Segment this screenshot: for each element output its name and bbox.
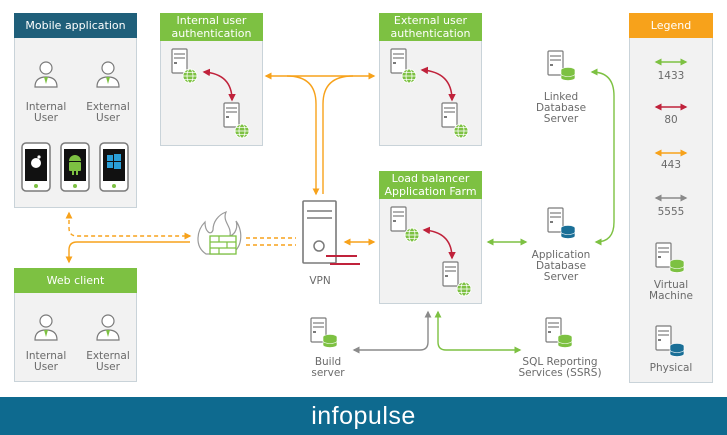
lb-globe-2-icon [456,281,472,297]
external-auth-globe-1-icon [401,68,417,84]
linked-db-label: Linked Database Server [535,91,587,125]
legend-label-443: 443 [660,159,682,171]
legend-header: Legend [629,13,713,38]
web-client-header: Web client [14,268,137,293]
external-auth-vpn-line [322,75,354,194]
android-phone-icon [60,142,90,192]
lb-globe-1-icon [404,227,420,243]
ssrs-label: SQL Reporting Services (SSRS) [518,356,602,379]
apple-phone-icon [21,142,51,192]
internal-auth-header: Internal user authentication [160,13,263,41]
footer-brand-bar: infopulse [0,397,727,435]
lb-ssrs-arrow [434,310,522,354]
internal-auth-server-1-icon [171,48,188,74]
brand-logo: infopulse [311,401,416,430]
windows-phone-icon [99,142,129,192]
lb-server-1-icon [390,206,407,232]
internal-auth-server-2-icon [223,102,240,128]
load-balancer-header: Load balancer Application Farm [379,171,482,199]
lb-build-arrow [352,310,432,354]
legend-vm-db-icon [669,259,685,273]
web-external-user-label: External User [86,350,130,373]
build-server-label: Build server [311,356,345,379]
external-auth-server-2-icon [441,102,458,128]
legend-physical-label: Physical [649,362,693,374]
legend-virtual-machine-icon [655,242,672,268]
legend-physical-db-icon [669,343,685,357]
linked-db-cylinder-icon [560,67,576,81]
internal-auth-arrow [202,68,236,102]
app-db-label: Application Database Server [531,249,591,283]
lb-server-2-icon [442,261,459,287]
external-user-icon [96,61,120,88]
internal-auth-globe-1-icon [182,68,198,84]
legend-physical-icon [655,325,672,351]
firewall-vpn-lines [246,237,296,246]
external-auth-header: External user authentication [379,13,482,41]
ssrs-db-icon [557,334,573,348]
external-auth-server-1-icon [390,48,407,74]
legend-virtual-machine-label: Virtual Machine [649,279,693,302]
mobile-internal-user-label: Internal User [25,101,67,124]
web-internal-user-icon [34,314,58,341]
mobile-app-header: Mobile application [14,13,137,38]
linked-appdb-arrow [590,68,615,246]
lb-arrow [422,226,456,260]
external-auth-globe-2-icon [453,123,469,139]
vpn-label: VPN [309,275,331,287]
legend-label-5555: 5555 [657,206,685,218]
vpn-server-icon [302,200,360,265]
internal-auth-vpn-arrow [286,75,320,196]
mobile-external-user-label: External User [86,101,130,124]
external-auth-arrow [420,66,456,102]
internal-auth-globe-2-icon [234,123,250,139]
web-external-user-icon [96,314,120,341]
legend-label-80: 80 [664,114,678,126]
web-firewall-arrow [65,241,190,264]
legend-label-1433: 1433 [657,70,685,82]
web-internal-user-label: Internal User [25,350,67,373]
app-db-cylinder-icon [560,225,576,239]
build-server-db-icon [322,334,338,348]
mobile-firewall-arrow [65,211,192,240]
internal-user-icon [34,61,58,88]
firewall-icon [197,210,242,255]
